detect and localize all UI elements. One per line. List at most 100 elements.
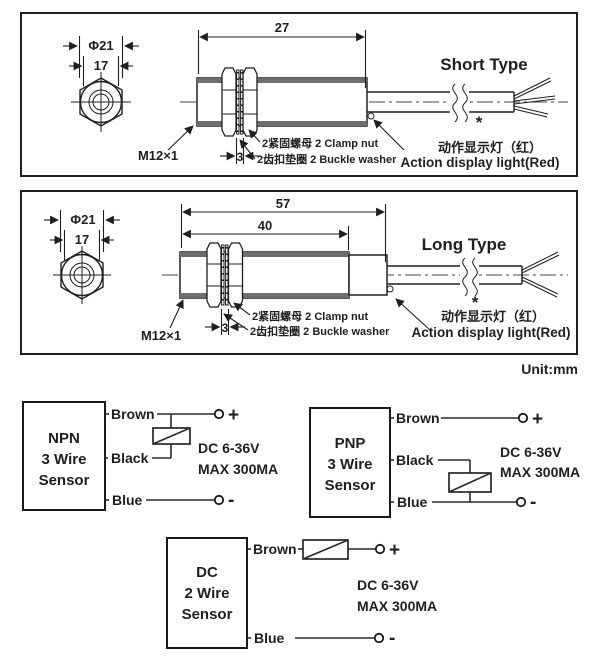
dc-sensor-box bbox=[166, 537, 248, 649]
dc-brown-wire-label: Brown bbox=[253, 541, 297, 557]
cable bbox=[367, 77, 556, 123]
npn-minus-sign: - bbox=[228, 490, 234, 511]
nut-callouts: 2紧固螺母 2 Clamp nut 2齿扣垫圈 2 Buckle washer bbox=[223, 302, 390, 338]
dim-face-label: 17 bbox=[75, 232, 89, 247]
action-light-cn: 动作显示灯（红） bbox=[438, 140, 542, 155]
pnp-sensor-box bbox=[309, 407, 391, 518]
action-light-en: Action display light(Red) bbox=[400, 155, 559, 170]
buckle-washer-label: 2齿扣垫圈 2 Buckle washer bbox=[250, 324, 390, 338]
dim-diameter: Φ21 bbox=[44, 210, 120, 252]
dc-box-line2: 2 Wire bbox=[185, 585, 230, 602]
indicator-arrow bbox=[373, 119, 405, 151]
dim-diameter-label: Φ21 bbox=[88, 38, 113, 53]
dc-box-line3: Sensor bbox=[182, 606, 233, 623]
unit-label: Unit:mm bbox=[521, 361, 578, 377]
npn-minus-terminal bbox=[213, 494, 225, 506]
dim-length-label: 27 bbox=[275, 20, 289, 35]
npn-blue-wire-label: Blue bbox=[112, 492, 143, 508]
clamp-nuts bbox=[221, 67, 258, 137]
long-type-title: Long Type bbox=[422, 235, 507, 254]
short-type-title: Short Type bbox=[440, 55, 528, 74]
dc-minus-terminal bbox=[373, 632, 385, 644]
indicator-arrow bbox=[395, 298, 431, 331]
dim-length-body: 40 bbox=[182, 218, 350, 250]
sensor-end-view bbox=[71, 72, 131, 132]
cable-break-icon bbox=[452, 83, 458, 123]
pnp-supply-voltage: DC 6-36V bbox=[500, 444, 562, 460]
npn-plus-terminal bbox=[213, 408, 225, 420]
short-type-drawing: Φ21 17 bbox=[63, 20, 568, 170]
dim-length: 27 bbox=[197, 20, 367, 88]
dim-gap: 3 bbox=[205, 309, 245, 335]
dim-diameter-label: Φ21 bbox=[70, 212, 95, 227]
dc-supply-current: MAX 300MA bbox=[357, 598, 437, 614]
pnp-box-line3: Sensor bbox=[325, 477, 376, 494]
long-type-drawing: Φ21 17 bbox=[44, 196, 571, 343]
pnp-supply-current: MAX 300MA bbox=[500, 464, 580, 480]
dc-blue-wire-label: Blue bbox=[254, 630, 285, 646]
npn-box-line2: 3 Wire bbox=[42, 451, 87, 468]
action-light-cn: 动作显示灯（红） bbox=[441, 309, 545, 324]
pnp-black-wire-label: Black bbox=[396, 452, 434, 468]
indicator-light-bump bbox=[367, 112, 375, 120]
action-light-en: Action display light(Red) bbox=[411, 325, 570, 340]
npn-brown-wire-label: Brown bbox=[111, 406, 155, 422]
pnp-box-line1: PNP bbox=[335, 435, 366, 452]
dim-gap: 3 bbox=[220, 138, 260, 164]
sensor-end-view bbox=[53, 246, 111, 304]
wire-ends bbox=[521, 251, 560, 298]
npn-sensor-box bbox=[22, 401, 106, 511]
thread-callout: M12×1 bbox=[138, 125, 194, 163]
dim-length-body-label: 40 bbox=[258, 218, 272, 233]
wire-ends bbox=[513, 77, 556, 118]
cable-break-icon bbox=[462, 257, 468, 297]
npn-black-wire-label: Black bbox=[111, 450, 149, 466]
dim-length-total-label: 57 bbox=[276, 196, 290, 211]
sensor-side-view bbox=[180, 67, 568, 137]
pnp-brown-wire-label: Brown bbox=[396, 410, 440, 426]
npn-box-line3: Sensor bbox=[39, 472, 90, 489]
long-type-panel: Φ21 17 bbox=[20, 190, 578, 355]
sensor-side-view bbox=[162, 242, 568, 308]
dim-face: 17 bbox=[50, 230, 114, 260]
npn-supply-current: MAX 300MA bbox=[198, 461, 278, 477]
star-mark: * bbox=[476, 113, 483, 132]
npn-supply-voltage: DC 6-36V bbox=[198, 440, 260, 456]
star-mark: * bbox=[472, 293, 479, 312]
pnp-minus-sign: - bbox=[530, 492, 536, 513]
nut-callouts: 2紧固螺母 2 Clamp nut 2齿扣垫圈 2 Buckle washer bbox=[239, 129, 397, 166]
clamp-nut-label: 2紧固螺母 2 Clamp nut bbox=[262, 136, 378, 150]
pnp-plus-terminal bbox=[517, 412, 529, 424]
thread-callout: M12×1 bbox=[141, 299, 184, 343]
clamp-nut-label: 2紧固螺母 2 Clamp nut bbox=[252, 309, 368, 323]
dc-supply-voltage: DC 6-36V bbox=[357, 577, 419, 593]
npn-plus-sign: + bbox=[228, 405, 239, 426]
dc-wiring-diagram: DC 2 Wire Sensor Brown + DC 6-36V MAX 30… bbox=[166, 537, 437, 649]
cable bbox=[387, 251, 560, 298]
wiring-diagrams: NPN 3 Wire Sensor Brown + Black Blue - D… bbox=[22, 401, 580, 649]
pnp-plus-sign: + bbox=[532, 409, 543, 430]
pnp-blue-wire-label: Blue bbox=[397, 494, 428, 510]
thread-label: M12×1 bbox=[141, 328, 181, 343]
short-type-panel: Φ21 17 bbox=[20, 12, 578, 177]
dim-face-label: 17 bbox=[94, 58, 108, 73]
hex-nut-outline bbox=[79, 77, 123, 127]
dim-gap-label: 3 bbox=[222, 321, 229, 335]
dc-plus-sign: + bbox=[389, 540, 400, 561]
pnp-wiring-diagram: PNP 3 Wire Sensor Brown + Black Blue - D… bbox=[309, 407, 580, 518]
dim-face: 17 bbox=[69, 56, 133, 86]
dc-plus-terminal bbox=[374, 543, 386, 555]
connector-section bbox=[348, 254, 388, 296]
dc-box-line1: DC bbox=[196, 564, 218, 581]
dim-length-total: 57 bbox=[180, 196, 387, 262]
pnp-minus-terminal bbox=[515, 496, 527, 508]
dim-gap-label: 3 bbox=[237, 150, 244, 164]
buckle-washer-label: 2齿扣垫圈 2 Buckle washer bbox=[257, 152, 397, 166]
dc-minus-sign: - bbox=[389, 628, 395, 649]
npn-box-line1: NPN bbox=[48, 430, 80, 447]
indicator-light-bump bbox=[386, 285, 394, 293]
thread-label: M12×1 bbox=[138, 148, 178, 163]
hex-nut-outline bbox=[60, 250, 104, 300]
pnp-box-line2: 3 Wire bbox=[328, 456, 373, 473]
